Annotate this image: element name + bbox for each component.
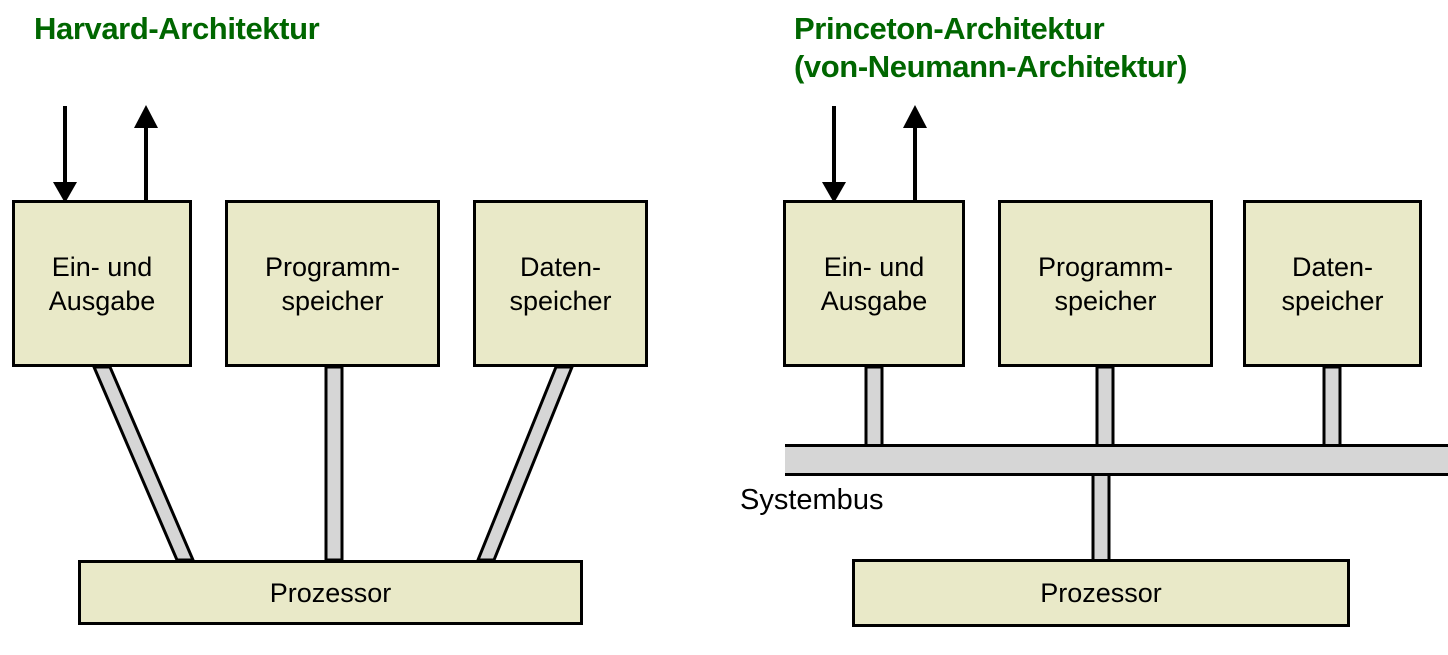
system-bus-bar (785, 444, 1448, 476)
harvard-box-data-memory-label: Daten- speicher (509, 251, 612, 316)
princeton-box-processor[interactable]: Prozessor (852, 559, 1350, 627)
princeton-box-data-memory-label: Daten- speicher (1281, 251, 1384, 316)
harvard-box-io[interactable]: Ein- und Ausgabe (12, 200, 192, 367)
harvard-connector-program-memory (324, 365, 344, 562)
princeton-box-data-memory[interactable]: Daten- speicher (1243, 200, 1422, 367)
harvard-title: Harvard-Architektur (34, 11, 320, 46)
harvard-output-arrow (134, 105, 158, 200)
princeton-connector-program-memory (1095, 365, 1115, 452)
princeton-title: Princeton-Architektur(von-Neumann-Archit… (794, 10, 1187, 86)
princeton-output-arrow (903, 105, 927, 200)
princeton-box-processor-label: Prozessor (1040, 578, 1162, 608)
harvard-box-processor[interactable]: Prozessor (78, 560, 583, 625)
princeton-connector-io (864, 365, 884, 452)
princeton-title-line-2: (von-Neumann-Architektur) (794, 49, 1188, 84)
princeton-connector-data-memory (1322, 365, 1342, 452)
princeton-title-line-1: Princeton-Architektur (794, 11, 1105, 46)
system-bus-label: Systembus (740, 484, 884, 516)
princeton-box-io[interactable]: Ein- und Ausgabe (783, 200, 965, 367)
harvard-box-io-label: Ein- und Ausgabe (48, 251, 156, 316)
harvard-connector-data-memory (475, 365, 575, 562)
princeton-box-io-label: Ein- und Ausgabe (820, 251, 928, 316)
harvard-box-program-memory-label: Programm- speicher (264, 251, 400, 316)
harvard-input-arrow (53, 106, 77, 203)
harvard-box-program-memory[interactable]: Programm- speicher (225, 200, 440, 367)
harvard-connector-io (91, 365, 196, 562)
princeton-connector-bus-to-processor (1091, 468, 1111, 564)
harvard-box-data-memory[interactable]: Daten- speicher (473, 200, 648, 367)
harvard-box-processor-label: Prozessor (269, 577, 392, 608)
princeton-box-program-memory[interactable]: Programm- speicher (998, 200, 1213, 367)
princeton-input-arrow (822, 106, 846, 203)
princeton-box-program-memory-label: Programm- speicher (1037, 251, 1173, 316)
